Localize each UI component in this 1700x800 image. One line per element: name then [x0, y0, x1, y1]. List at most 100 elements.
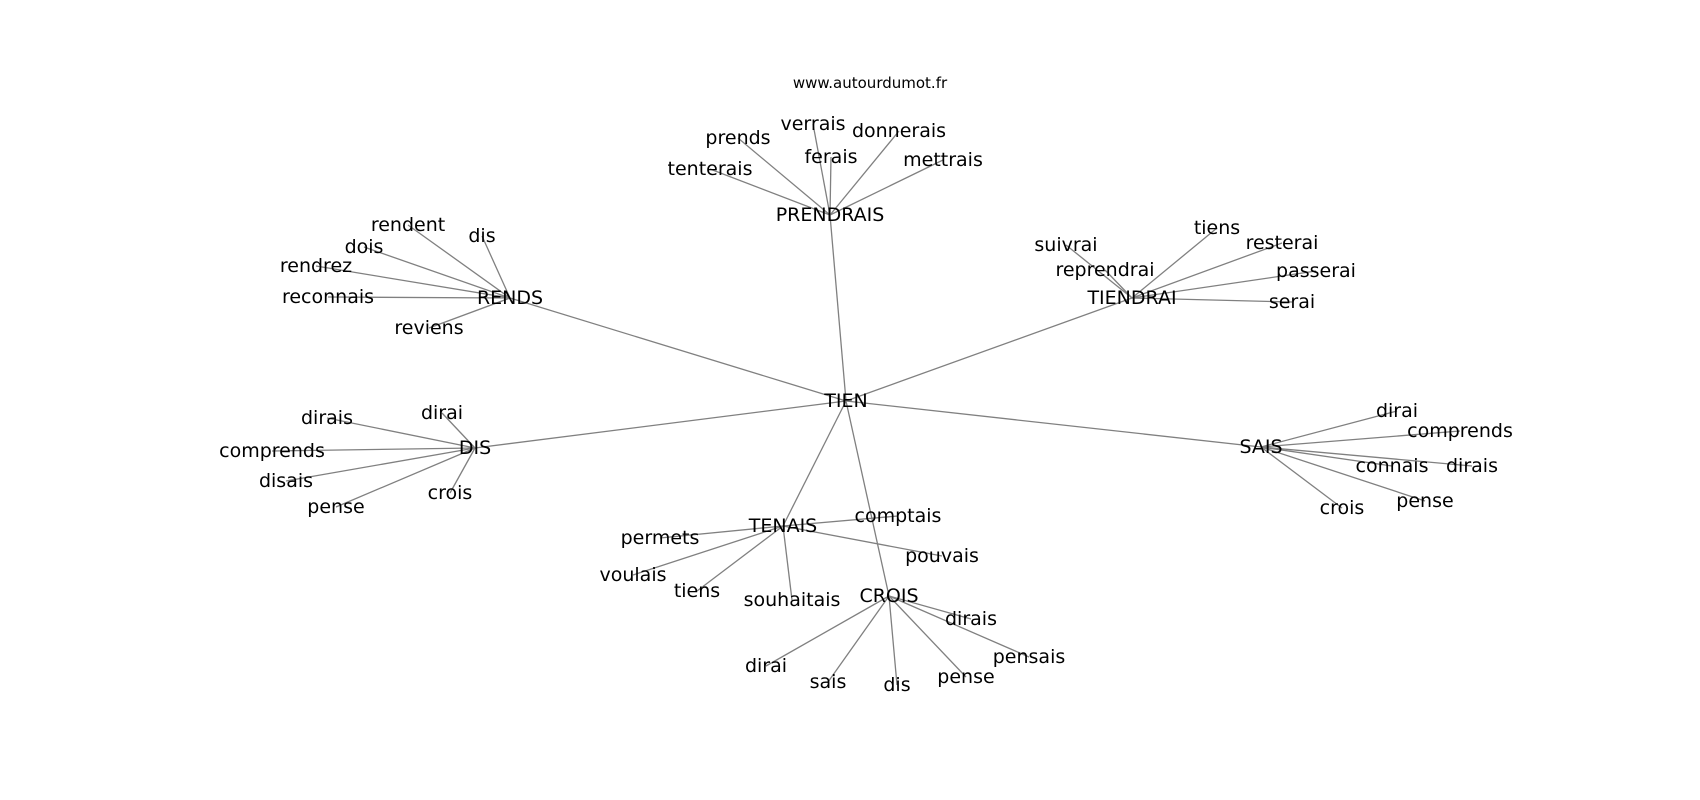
- edge-rends-rendent: [407, 224, 511, 299]
- edge-tiendrai-suivrai: [1065, 244, 1133, 299]
- leaf-node-tenais-souhaitais: souhaitais: [744, 589, 841, 611]
- hub-node-tenais: TENAIS: [748, 515, 818, 537]
- edge-sais-pense: [1260, 446, 1426, 502]
- edge-prendrais-ferais: [829, 156, 832, 216]
- leaf-node-dis-pense: pense: [307, 496, 364, 518]
- edge-sais-connais: [1260, 446, 1393, 467]
- edge-center-tenais: [782, 400, 847, 527]
- center-node-tien: TIEN: [823, 390, 867, 412]
- leaf-node-dis-dirais: dirais: [301, 407, 353, 429]
- leaf-node-sais-comprends: comprends: [1407, 420, 1513, 442]
- edge-rends-dis: [481, 235, 511, 299]
- leaf-node-sais-dirai: dirai: [1376, 400, 1418, 422]
- leaf-node-dis-crois: crois: [428, 482, 473, 504]
- leaf-node-sais-dirais: dirais: [1446, 455, 1498, 477]
- leaf-node-sais-pense: pense: [1396, 490, 1453, 512]
- leaf-node-rends-reviens: reviens: [394, 317, 463, 339]
- edge-center-tiendrai: [845, 297, 1133, 402]
- edge-prendrais-tenterais: [709, 168, 831, 216]
- leaf-node-prendrais-donnerais: donnerais: [852, 120, 946, 142]
- edge-tiendrai-passerai: [1131, 270, 1317, 299]
- edge-sais-dirai: [1260, 410, 1398, 448]
- leaf-node-tiendrai-serai: serai: [1269, 291, 1315, 313]
- edge-rends-reviens: [428, 297, 511, 329]
- edge-center-crois: [845, 400, 890, 597]
- edge-rends-dois: [363, 246, 511, 299]
- edge-center-sais: [845, 400, 1262, 448]
- source-label: www.autourdumot.fr: [793, 74, 948, 92]
- edges: [271, 123, 1473, 686]
- edge-dis-dirai: [441, 412, 476, 449]
- edge-tiendrai-reprendrai: [1104, 269, 1133, 299]
- leaf-node-tiendrai-passerai: passerai: [1276, 260, 1356, 282]
- hub-node-rends: RENDS: [477, 287, 543, 309]
- edge-prendrais-prends: [737, 137, 831, 216]
- edge-dis-pense: [335, 447, 476, 508]
- edge-prendrais-verrais: [812, 123, 831, 216]
- edge-dis-disais: [285, 447, 476, 482]
- edge-tenais-tiens: [696, 525, 784, 592]
- leaf-node-crois-pensais: pensais: [993, 646, 1066, 668]
- edge-tenais-comptais: [782, 515, 899, 527]
- edge-center-rends: [509, 297, 847, 402]
- leaf-node-tenais-pouvais: pouvais: [905, 545, 979, 567]
- leaf-node-crois-dis: dis: [883, 674, 910, 696]
- edge-crois-dis: [888, 595, 898, 686]
- labels: www.autourdumot.fr TIEN PRENDRAIS prends ve…: [219, 74, 1513, 696]
- leaf-node-dis-disais: disais: [259, 470, 313, 492]
- leaf-node-crois-pense: pense: [937, 666, 994, 688]
- leaf-node-prendrais-verrais: verrais: [780, 113, 845, 135]
- leaf-node-crois-dirai: dirai: [745, 655, 787, 677]
- edge-crois-pensais: [888, 595, 1030, 658]
- hub-node-tiendrai: TIENDRAI: [1086, 287, 1176, 309]
- leaf-node-dis-dirai: dirai: [421, 402, 463, 424]
- leaf-node-rends-rendent: rendent: [371, 214, 445, 236]
- edge-sais-crois: [1260, 446, 1343, 509]
- leaf-node-prendrais-mettrais: mettrais: [903, 149, 983, 171]
- edge-dis-comprends: [271, 447, 476, 452]
- leaf-node-rends-reconnais: reconnais: [282, 286, 374, 308]
- edge-sais-dirais: [1260, 446, 1473, 467]
- edge-dis-dirais: [326, 417, 476, 449]
- hub-node-sais: SAIS: [1239, 436, 1282, 458]
- edge-crois-dirai: [765, 595, 890, 667]
- leaf-node-crois-dirais: dirais: [945, 608, 997, 630]
- edge-prendrais-donnerais: [829, 130, 900, 216]
- hub-node-crois: CROIS: [859, 585, 918, 607]
- leaf-node-tiendrai-reprendrai: reprendrai: [1055, 259, 1154, 281]
- leaf-node-rends-dois: dois: [345, 236, 384, 258]
- leaf-node-rends-dis: dis: [468, 225, 495, 247]
- leaf-node-tiendrai-suivrai: suivrai: [1034, 234, 1097, 256]
- leaf-node-rends-rendrez: rendrez: [280, 255, 352, 277]
- edge-tiendrai-tiens: [1131, 227, 1218, 299]
- edge-tenais-permets: [659, 525, 784, 539]
- leaf-node-sais-crois: crois: [1320, 497, 1365, 519]
- leaf-node-tiendrai-tiens: tiens: [1194, 217, 1240, 239]
- leaf-node-tiendrai-resterai: resterai: [1246, 232, 1319, 254]
- leaf-node-sais-connais: connais: [1356, 455, 1429, 477]
- edge-tenais-pouvais: [782, 525, 943, 557]
- edge-tiendrai-serai: [1131, 297, 1293, 303]
- edge-center-dis: [474, 400, 847, 449]
- leaf-node-tenais-permets: permets: [621, 527, 700, 549]
- edge-crois-pense: [888, 595, 967, 678]
- leaf-node-prendrais-prends: prends: [705, 127, 770, 149]
- edge-dis-crois: [449, 447, 476, 494]
- edge-crois-sais: [827, 595, 890, 683]
- edge-tenais-voulais: [632, 525, 784, 576]
- leaf-node-tenais-tiens: tiens: [674, 580, 720, 602]
- leaf-node-prendrais-ferais: ferais: [804, 146, 857, 168]
- edge-tenais-souhaitais: [782, 525, 793, 601]
- edge-tiendrai-resterai: [1131, 242, 1283, 299]
- edge-sais-comprends: [1260, 430, 1461, 448]
- hub-node-prendrais: PRENDRAIS: [776, 204, 885, 226]
- leaf-node-crois-sais: sais: [810, 671, 847, 693]
- edge-center-prendrais: [829, 214, 847, 402]
- edge-rends-reconnais: [327, 296, 511, 299]
- edge-crois-dirais: [888, 595, 972, 620]
- leaf-node-tenais-comptais: comptais: [855, 505, 942, 527]
- leaf-node-tenais-voulais: voulais: [599, 564, 666, 586]
- leaf-node-dis-comprends: comprends: [219, 440, 325, 462]
- hub-node-dis: DIS: [459, 437, 491, 459]
